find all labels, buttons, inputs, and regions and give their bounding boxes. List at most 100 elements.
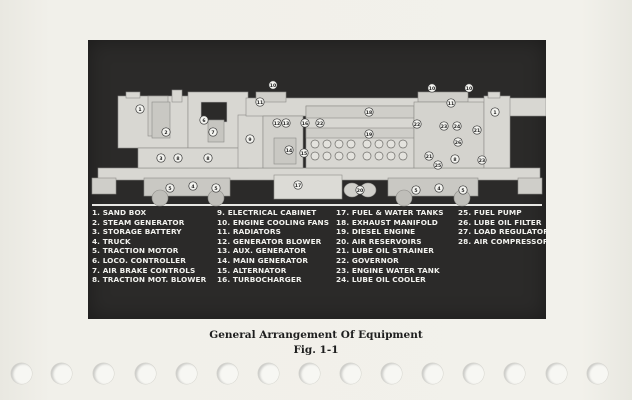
svg-text:1: 1 <box>138 107 141 113</box>
callout-marker: 23 <box>439 121 449 131</box>
legend-item: 17. FUEL & WATER TANKS <box>336 208 444 217</box>
legend-item: 10. ENGINE COOLING FANS <box>217 217 330 227</box>
legend-item: 27. LOAD REGULATOR <box>458 227 549 237</box>
legend-item: 23. ENGINE WATER TANK <box>336 265 440 275</box>
legend-item: 13. AUX. GENERATOR <box>217 246 307 256</box>
callout-marker: 10 <box>268 80 278 90</box>
binder-hole <box>51 363 72 384</box>
svg-text:5: 5 <box>214 186 217 192</box>
callout-marker: 5 <box>411 185 421 195</box>
figure-number: Fig. 1-1 <box>293 344 339 356</box>
svg-text:14: 14 <box>286 148 292 154</box>
callout-marker: 11 <box>255 97 265 107</box>
svg-text:20: 20 <box>357 188 363 194</box>
legend-column-2: 9. ELECTRICAL CABINET 10. ENGINE COOLING… <box>217 208 329 285</box>
legend-item: 20. AIR RESERVOIRS <box>336 236 422 246</box>
binder-hole <box>422 363 443 384</box>
callout-marker: 15 <box>299 148 309 158</box>
legend-item: 7. AIR BRAKE CONTROLS <box>92 265 196 275</box>
legend-item: 15. ALTERNATOR <box>217 265 287 275</box>
callout-marker: 25 <box>433 160 443 170</box>
legend-item: 3. STORAGE BATTERY <box>92 227 182 237</box>
svg-text:11: 11 <box>257 100 263 106</box>
binder-hole <box>258 363 279 384</box>
svg-text:13: 13 <box>283 121 289 127</box>
svg-text:1: 1 <box>493 110 496 116</box>
svg-text:6: 6 <box>202 118 205 124</box>
callout-marker: 18 <box>364 107 374 117</box>
legend-column-1: 1. SAND BOX 2. STEAM GENERATOR 3. STORAG… <box>92 208 206 285</box>
nose-end <box>483 95 511 169</box>
callout-marker: 1 <box>490 107 500 117</box>
binder-hole <box>135 363 156 384</box>
svg-text:23: 23 <box>441 124 447 130</box>
fuel-tank <box>273 174 343 200</box>
legend-item: 11. RADIATORS <box>217 227 281 237</box>
callout-marker: 26 <box>453 137 463 147</box>
callout-marker: 7 <box>208 127 218 137</box>
callout-marker: 13 <box>281 118 291 128</box>
callout-marker: 22 <box>315 118 325 128</box>
callout-marker: 1 <box>135 104 145 114</box>
legend-item: 2. STEAM GENERATOR <box>92 217 185 227</box>
binder-hole <box>340 363 361 384</box>
svg-text:18: 18 <box>366 110 372 116</box>
svg-text:22: 22 <box>317 121 323 127</box>
svg-text:7: 7 <box>211 130 214 136</box>
callout-marker: 4 <box>188 181 198 191</box>
callout-marker: 8 <box>450 154 460 164</box>
callout-marker: 14 <box>284 145 294 155</box>
callout-marker: 12 <box>272 118 282 128</box>
svg-text:21: 21 <box>474 128 480 134</box>
equipment-legend: 1. SAND BOX 2. STEAM GENERATOR 3. STORAG… <box>92 208 549 318</box>
legend-item: 14. MAIN GENERATOR <box>217 255 309 265</box>
accessory-end <box>413 101 485 169</box>
svg-text:8: 8 <box>206 156 209 162</box>
legend-item: 9. ELECTRICAL CABINET <box>217 208 317 217</box>
cab-lower <box>137 147 249 169</box>
legend-column-3: 17. FUEL & WATER TANKS 18. EXHAUST MANIF… <box>336 208 444 285</box>
binder-hole <box>587 363 608 384</box>
binder-hole <box>217 363 238 384</box>
svg-text:2: 2 <box>164 130 167 136</box>
legend-item: 21. LUBE OIL STRAINER <box>336 246 434 256</box>
binder-hole <box>546 363 567 384</box>
rail-line <box>92 204 542 206</box>
legend-item: 24. LUBE OIL COOLER <box>336 275 426 285</box>
svg-text:22: 22 <box>414 122 420 128</box>
svg-text:5: 5 <box>461 188 464 194</box>
figure-title: General Arrangement Of Equipment <box>209 329 423 341</box>
callout-marker: 11 <box>446 98 456 108</box>
callout-marker: 8 <box>203 153 213 163</box>
svg-text:17: 17 <box>295 183 301 189</box>
callout-marker: 22 <box>412 119 422 129</box>
legend-item: 26. LUBE OIL FILTER <box>458 217 542 227</box>
callout-marker: 23 <box>477 155 487 165</box>
svg-text:11: 11 <box>448 101 454 107</box>
legend-item: 18. EXHAUST MANIFOLD <box>336 217 438 227</box>
svg-text:3: 3 <box>159 156 162 162</box>
svg-text:5: 5 <box>414 188 417 194</box>
svg-text:4: 4 <box>437 186 440 192</box>
callout-marker: 10 <box>464 83 474 93</box>
legend-item: 28. AIR COMPRESSOR <box>458 236 549 246</box>
callout-marker: 9 <box>245 134 255 144</box>
svg-text:12: 12 <box>274 121 280 127</box>
legend-item: 19. DIESEL ENGINE <box>336 227 416 237</box>
callout-marker: 10 <box>427 83 437 93</box>
callout-marker: 4 <box>434 183 444 193</box>
svg-text:15: 15 <box>301 151 307 157</box>
truck-right <box>387 177 479 207</box>
callout-marker: 16 <box>300 118 310 128</box>
callout-marker: 5 <box>165 183 175 193</box>
truck-left <box>143 177 231 207</box>
svg-text:9: 9 <box>248 137 251 143</box>
callout-marker: 21 <box>424 151 434 161</box>
svg-text:24: 24 <box>454 124 460 130</box>
svg-text:21: 21 <box>426 154 432 160</box>
legend-item: 25. FUEL PUMP <box>458 208 522 217</box>
callout-marker: 17 <box>293 180 303 190</box>
legend-column-4: 25. FUEL PUMP 26. LUBE OIL FILTER 27. LO… <box>458 208 549 246</box>
